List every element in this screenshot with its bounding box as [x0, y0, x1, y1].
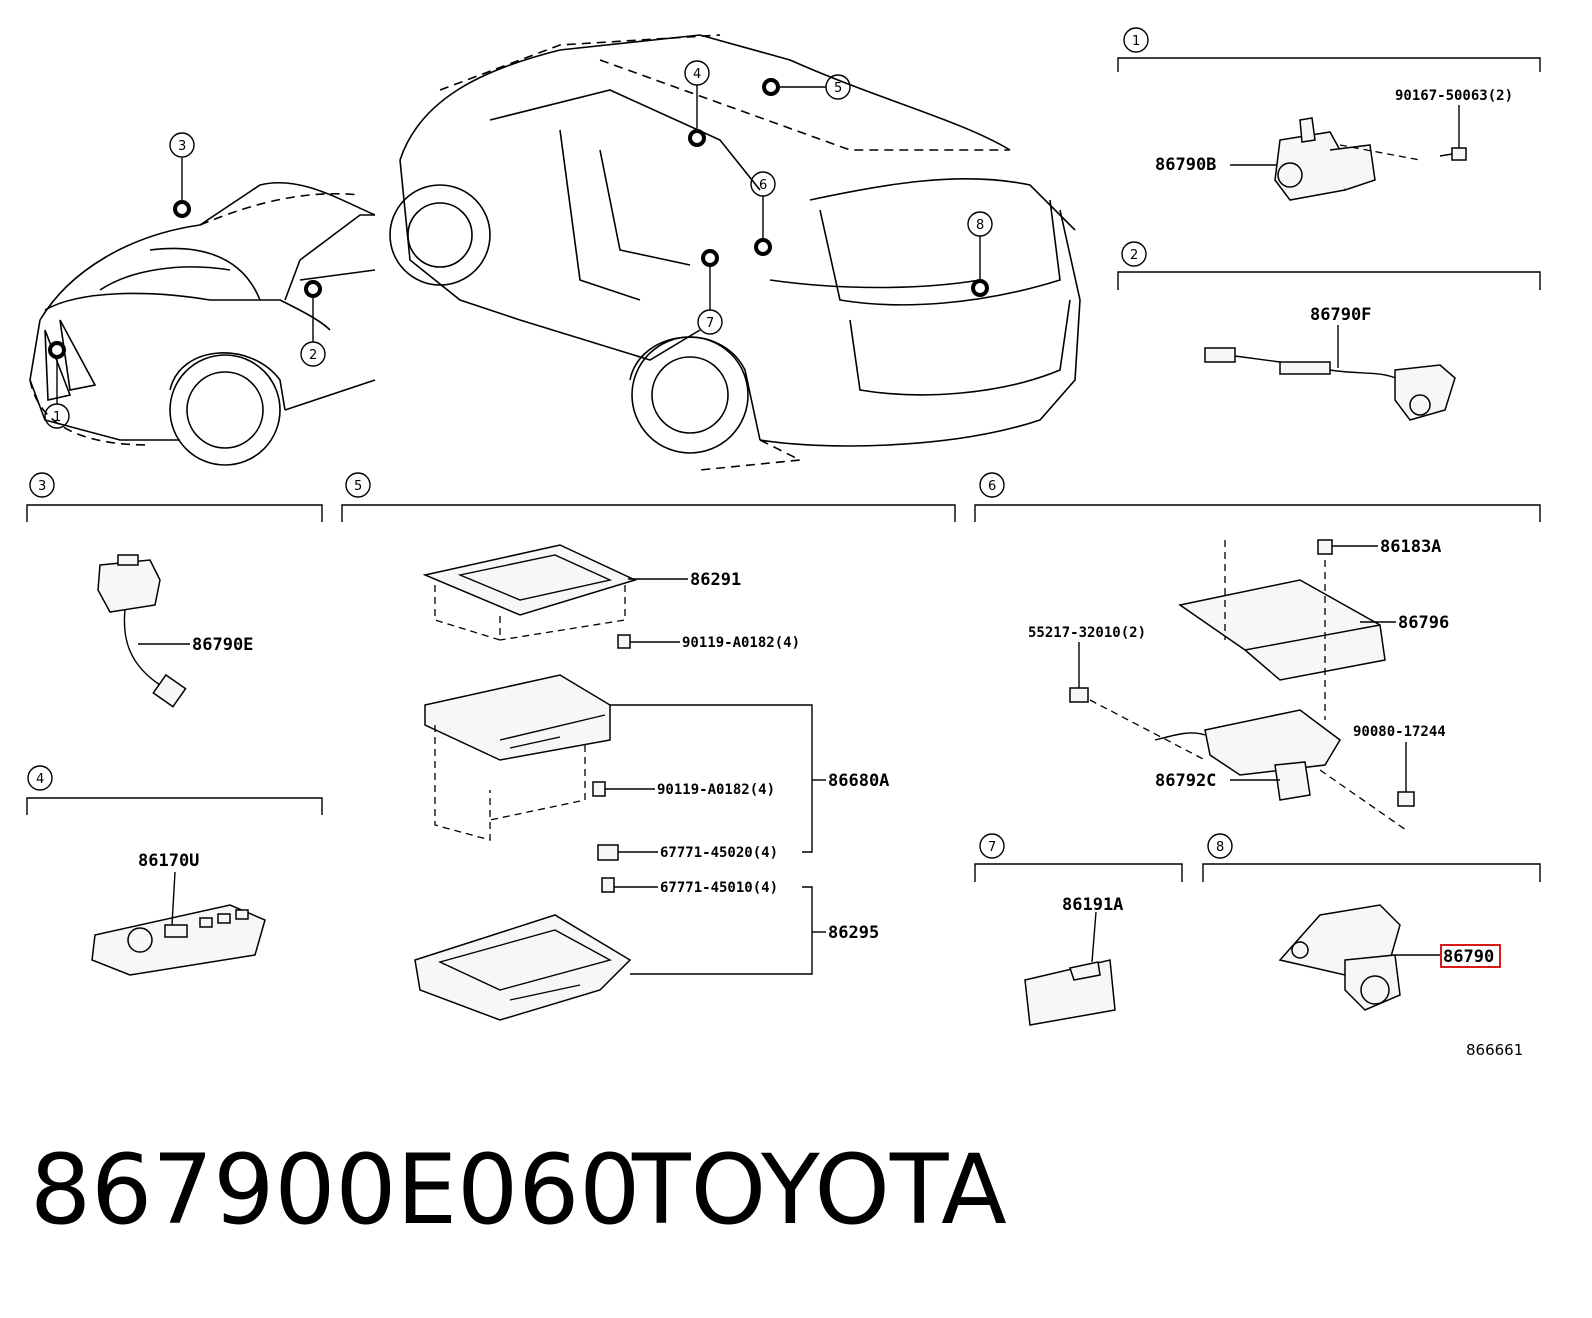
section-4-number: 4: [36, 772, 44, 787]
section-3-number: 3: [38, 479, 46, 494]
part-label-86291: 86291: [690, 570, 741, 590]
vehicle-callout-8: 8: [976, 218, 984, 233]
cover-86295: [414, 914, 632, 1021]
section-3: 3 86790E: [26, 472, 323, 708]
section-2-number: 2: [1130, 248, 1138, 263]
part-label-86790b: 86790B: [1155, 155, 1216, 175]
vehicle-callout-7: 7: [706, 316, 714, 331]
diagram-reference-code: 866661: [1466, 1041, 1523, 1059]
rear-camera-86790: [1278, 904, 1401, 1011]
vehicle-callout-2: 2: [309, 348, 317, 363]
highlight-box: [1440, 944, 1501, 968]
section-6: 6 86183A 86796 55217-32010(2) 86792C: [974, 472, 1541, 831]
vehicle-front-illustration: 1 2 3: [29, 132, 376, 466]
section-1: 1 86790B 90167-50063(2): [1117, 27, 1541, 201]
section-4: 4 86170U: [26, 765, 323, 976]
part-label-86295: 86295: [828, 923, 879, 943]
part-label-86796: 86796: [1398, 613, 1449, 633]
caption-brand: TOYOTA: [632, 1134, 1007, 1246]
part-label-90167-50063: 90167-50063(2): [1395, 88, 1513, 104]
screw-icon: [617, 634, 631, 649]
section-8: 8 86790: [1202, 833, 1541, 1011]
rear-camera-86790f: [1204, 347, 1456, 421]
vehicle-marker-8: [971, 279, 989, 297]
part-label-86792c: 86792C: [1155, 771, 1216, 791]
vehicle-marker-5: [762, 78, 780, 96]
vehicle-callout-1: 1: [53, 410, 61, 425]
part-label-90119-a0182-a: 90119-A0182(4): [682, 635, 800, 651]
part-label-67771-45020: 67771-45020(4): [660, 845, 778, 861]
part-label-86790f: 86790F: [1310, 305, 1371, 325]
part-label-55217-32010: 55217-32010(2): [1028, 625, 1146, 641]
vehicle-marker-6: [754, 238, 772, 256]
section-7-number: 7: [988, 840, 996, 855]
vehicle-marker-1: [48, 341, 66, 359]
section-5-number: 5: [354, 479, 362, 494]
section-1-number: 1: [1132, 34, 1140, 49]
clip-icon: [1317, 539, 1333, 555]
clip-icon: [597, 844, 619, 861]
rear-camera-86790b: [1274, 117, 1376, 201]
section-7: 7 86191A: [974, 833, 1183, 1026]
clip-icon: [601, 877, 615, 893]
part-label-86790e: 86790E: [192, 635, 253, 655]
part-label-86191a: 86191A: [1062, 895, 1123, 915]
camera-86790e: [97, 554, 187, 708]
vehicle-callout-4: 4: [693, 67, 701, 82]
vehicle-callout-5: 5: [834, 81, 842, 96]
screw-icon: [592, 781, 606, 797]
section-6-number: 6: [988, 479, 996, 494]
nut-icon: [1397, 791, 1415, 807]
cover-86796: [1178, 579, 1386, 681]
part-label-67771-45010: 67771-45010(4): [660, 880, 778, 896]
vehicle-marker-3: [173, 200, 191, 218]
section-8-number: 8: [1216, 840, 1224, 855]
controller-86170u: [91, 904, 266, 976]
bracket-86291: [422, 544, 638, 641]
vehicle-marker-7: [701, 249, 719, 267]
screw-icon: [1439, 147, 1467, 161]
part-label-86790: 86790: [1443, 947, 1494, 967]
caption-part-number: 867900E060: [30, 1134, 641, 1246]
parts-diagram: 1 2 3 4: [26, 27, 1541, 1059]
clip-icon: [1069, 687, 1089, 703]
part-86191a: [1024, 959, 1116, 1026]
section-2: 2 86790F: [1117, 241, 1541, 421]
vehicle-marker-4: [688, 129, 706, 147]
part-label-90119-a0182-b: 90119-A0182(4): [657, 782, 775, 798]
module-86792c: [1154, 709, 1341, 801]
vehicle-marker-2: [304, 280, 322, 298]
part-label-90080-17244: 90080-17244: [1353, 724, 1446, 740]
vehicle-callout-6: 6: [759, 178, 767, 193]
display-86680a: [424, 674, 611, 841]
caption: 867900E060 TOYOTA: [0, 1130, 1592, 1270]
vehicle-callout-3: 3: [178, 139, 186, 154]
vehicle-rear-illustration: 4 5 6 7 8: [389, 34, 1081, 471]
section-5: 5 86291 90119-A0182(4) 86680A 90119: [341, 472, 956, 1021]
part-label-86183a: 86183A: [1380, 537, 1441, 557]
part-label-86170u: 86170U: [138, 851, 199, 871]
part-label-86680a: 86680A: [828, 771, 889, 791]
